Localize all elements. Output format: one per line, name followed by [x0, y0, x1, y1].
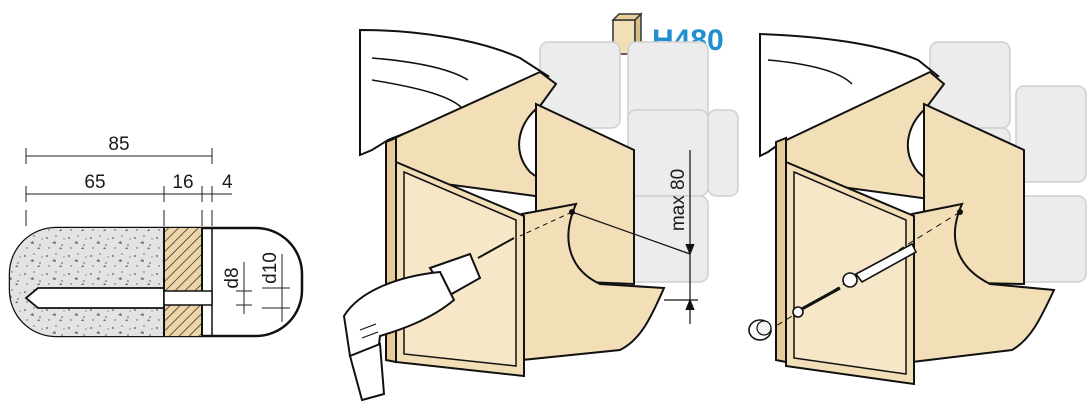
dim-board: 16 — [172, 172, 193, 193]
wall-anchor-icon — [842, 242, 918, 288]
dim-overall: 85 — [108, 134, 129, 155]
cross-section-drawing: 85 65 16 4 d8 d10 — [8, 134, 304, 338]
drill-hole — [24, 287, 165, 309]
wood-board — [164, 228, 202, 336]
anchor-scene — [748, 32, 1087, 386]
cabinet-side — [521, 202, 666, 362]
dim-gap: 4 — [222, 172, 233, 193]
screw-icon — [792, 286, 841, 318]
dim-concrete: 65 — [84, 172, 105, 193]
cap-icon — [748, 319, 772, 341]
dim-d8: d8 — [222, 267, 243, 288]
cabinet-front-right — [775, 136, 787, 364]
dim-d10: d10 — [260, 252, 281, 284]
concrete-wall — [10, 228, 164, 336]
power-drill-icon — [342, 237, 515, 402]
cabinet-side-right — [911, 202, 1056, 364]
wall-tiles — [539, 41, 739, 283]
drilling-scene: max 80 — [342, 28, 739, 402]
dimension-lines — [25, 148, 232, 226]
max-height-label: max 80 — [668, 169, 689, 231]
